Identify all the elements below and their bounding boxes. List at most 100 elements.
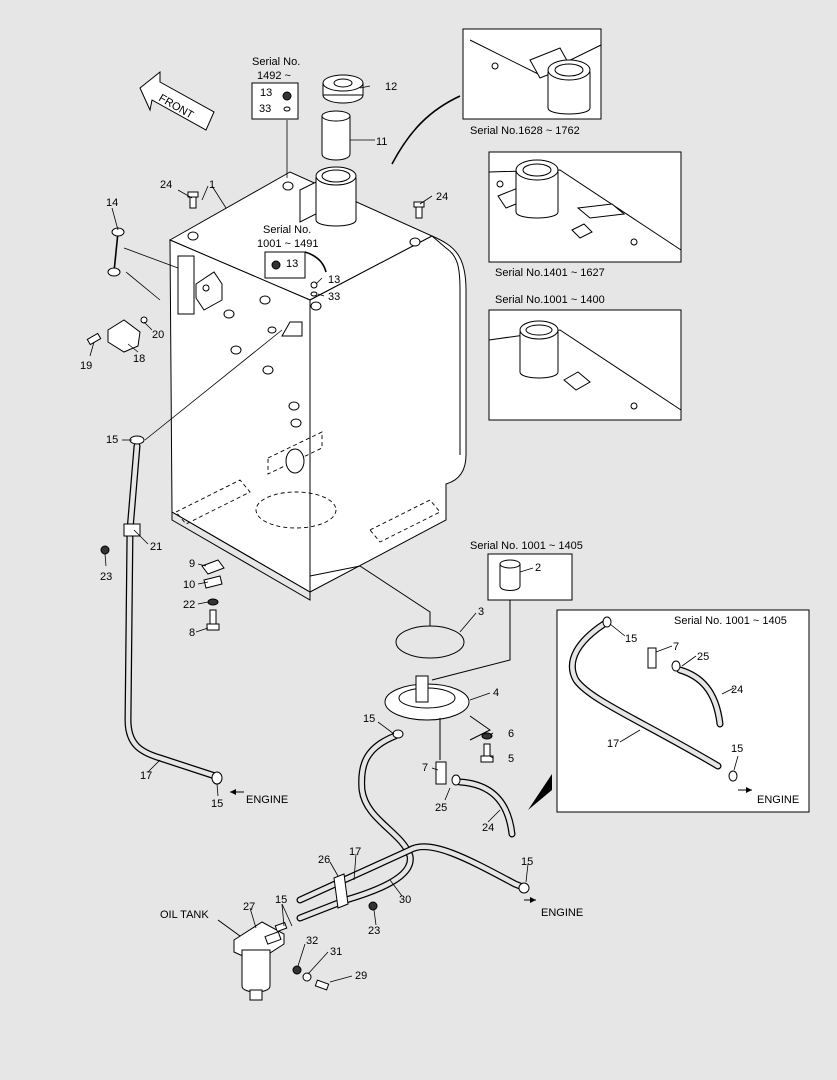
engine-label-bottom: ENGINE xyxy=(541,907,583,919)
front-direction-arrow: FRONT xyxy=(139,70,215,131)
arrow-engine-left xyxy=(230,789,244,795)
sensor-serial-box: Serial No. 1001 ~ 1405 xyxy=(431,540,583,681)
svg-text:Serial No.: Serial No. xyxy=(252,56,300,68)
bolt-8 xyxy=(206,609,220,631)
inset-serial-1628: Serial No.1628 ~ 1762 xyxy=(462,28,602,137)
callout-24-left: 24 xyxy=(160,179,172,191)
engine-label-left: ENGINE xyxy=(246,794,288,806)
fuel-cap xyxy=(322,74,364,104)
strainer xyxy=(321,110,351,161)
callout-2: 2 xyxy=(535,562,541,574)
svg-text:1001 ~ 1491: 1001 ~ 1491 xyxy=(257,238,318,250)
serial-note-top: Serial No. 1492 ~ xyxy=(251,56,300,120)
filter-28 xyxy=(233,921,288,1001)
inset-pointer-1 xyxy=(391,95,461,165)
callout-17-bottom: 17 xyxy=(349,846,361,858)
engine-label-inset: ENGINE xyxy=(757,794,799,806)
svg-text:Serial No.1628 ~ 1762: Serial No.1628 ~ 1762 xyxy=(470,125,580,137)
svg-text:Serial No.1401 ~ 1627: Serial No.1401 ~ 1627 xyxy=(495,267,605,279)
washer-31 xyxy=(292,965,302,975)
washer-30 xyxy=(302,972,312,982)
svg-text:Serial No.1001 ~ 1400: Serial No.1001 ~ 1400 xyxy=(495,294,605,306)
callout-19: 20 xyxy=(152,329,164,341)
hose-32 xyxy=(296,729,414,922)
arrow-oil-tank xyxy=(217,919,241,937)
washer-23 xyxy=(207,598,219,606)
callout-4: 4 xyxy=(493,687,499,699)
svg-text:Serial No.: Serial No. xyxy=(263,224,311,236)
level-gauge xyxy=(177,255,223,315)
clip-10 xyxy=(203,575,223,589)
oil-tank-label: OIL TANK xyxy=(160,909,209,921)
callout-25: 24 xyxy=(482,822,494,834)
leader-3 xyxy=(309,565,431,626)
callout-1: 1 xyxy=(209,179,215,191)
bolt-24-left xyxy=(187,191,199,209)
filler-neck xyxy=(299,166,357,227)
callout-31: 32 xyxy=(306,935,318,947)
bracket-27 xyxy=(333,873,349,909)
hose-17-left xyxy=(124,435,223,785)
callout-6: 6 xyxy=(508,728,514,740)
callout-22-left: 23 xyxy=(100,571,112,583)
callout-12: 12 xyxy=(385,81,397,93)
callout-21: 21 xyxy=(150,541,162,553)
callout-7: 7 xyxy=(422,762,428,774)
callout-5: 5 xyxy=(508,753,514,765)
hose-25-center xyxy=(451,774,516,838)
callout-15-engine: 15 xyxy=(211,798,223,810)
callout-33-top: 33 xyxy=(259,103,271,115)
svg-text:Serial No. 1001 ~ 1405: Serial No. 1001 ~ 1405 xyxy=(674,615,787,627)
callout-13-side: 13 xyxy=(328,274,340,286)
callout-26: 25 xyxy=(435,802,447,814)
serial-note-mid: Serial No. 1001 ~ 1491 xyxy=(257,224,327,297)
callout-17-left: 17 xyxy=(140,770,152,782)
callout-14: 14 xyxy=(106,197,118,209)
callout-33-side: 33 xyxy=(328,291,340,303)
callout-27: 26 xyxy=(318,854,330,866)
clamp-21 xyxy=(123,523,141,537)
callout-22-bottom: 23 xyxy=(368,925,380,937)
callout-18: 18 xyxy=(133,353,145,365)
callout-32: 30 xyxy=(399,894,411,906)
callout-numbers: 12 11 13 33 1 24 24 13 13 33 14 20 18 19… xyxy=(80,81,743,982)
callout-8: 8 xyxy=(189,627,195,639)
callout-17-inset: 17 xyxy=(607,738,619,750)
svg-text:Serial No. 1001 ~ 1405: Serial No. 1001 ~ 1405 xyxy=(470,540,583,552)
callout-3: 3 xyxy=(478,606,484,618)
arrow-engine-inset xyxy=(738,787,752,793)
callout-26-inset: 25 xyxy=(697,651,709,663)
bolt-29 xyxy=(314,979,330,991)
callout-15-inset-top: 15 xyxy=(625,633,637,645)
callout-15-filter: 15 xyxy=(275,894,287,906)
callout-25-inset: 24 xyxy=(731,684,743,696)
nut-22 xyxy=(100,545,110,555)
callout-10: 10 xyxy=(183,579,195,591)
leader-lines xyxy=(89,85,739,983)
callout-13-mid: 13 xyxy=(286,258,298,270)
callout-15-inset-bottom: 15 xyxy=(731,743,743,755)
inset-pointer-2 xyxy=(528,774,552,810)
callout-29: 29 xyxy=(355,970,367,982)
washer-6 xyxy=(481,732,493,740)
bolt-24-right xyxy=(413,201,425,219)
callout-11: 11 xyxy=(376,136,387,148)
callout-15-left: 15 xyxy=(106,434,118,446)
oring-19 xyxy=(140,316,148,324)
svg-text:1492 ~: 1492 ~ xyxy=(257,70,291,82)
inset-serial-1001: Serial No.1001 ~ 1400 xyxy=(488,294,682,421)
fitting-7 xyxy=(435,761,447,785)
callout-15-bottom: 15 xyxy=(521,856,533,868)
nut-22-bottom xyxy=(368,901,378,911)
callout-24-right: 24 xyxy=(436,191,448,203)
inset-serial-1401: Serial No.1401 ~ 1627 xyxy=(488,151,682,279)
hose-inset: Serial No. 1001 ~ 1405 xyxy=(556,609,810,813)
rod-14 xyxy=(107,227,125,277)
bolt-5 xyxy=(480,743,494,763)
clip-9 xyxy=(201,559,225,575)
hose-17-bottom xyxy=(296,843,530,904)
callout-7-inset: 7 xyxy=(673,641,679,653)
bolt-20 xyxy=(86,332,102,346)
leader-5-6 xyxy=(469,715,491,741)
